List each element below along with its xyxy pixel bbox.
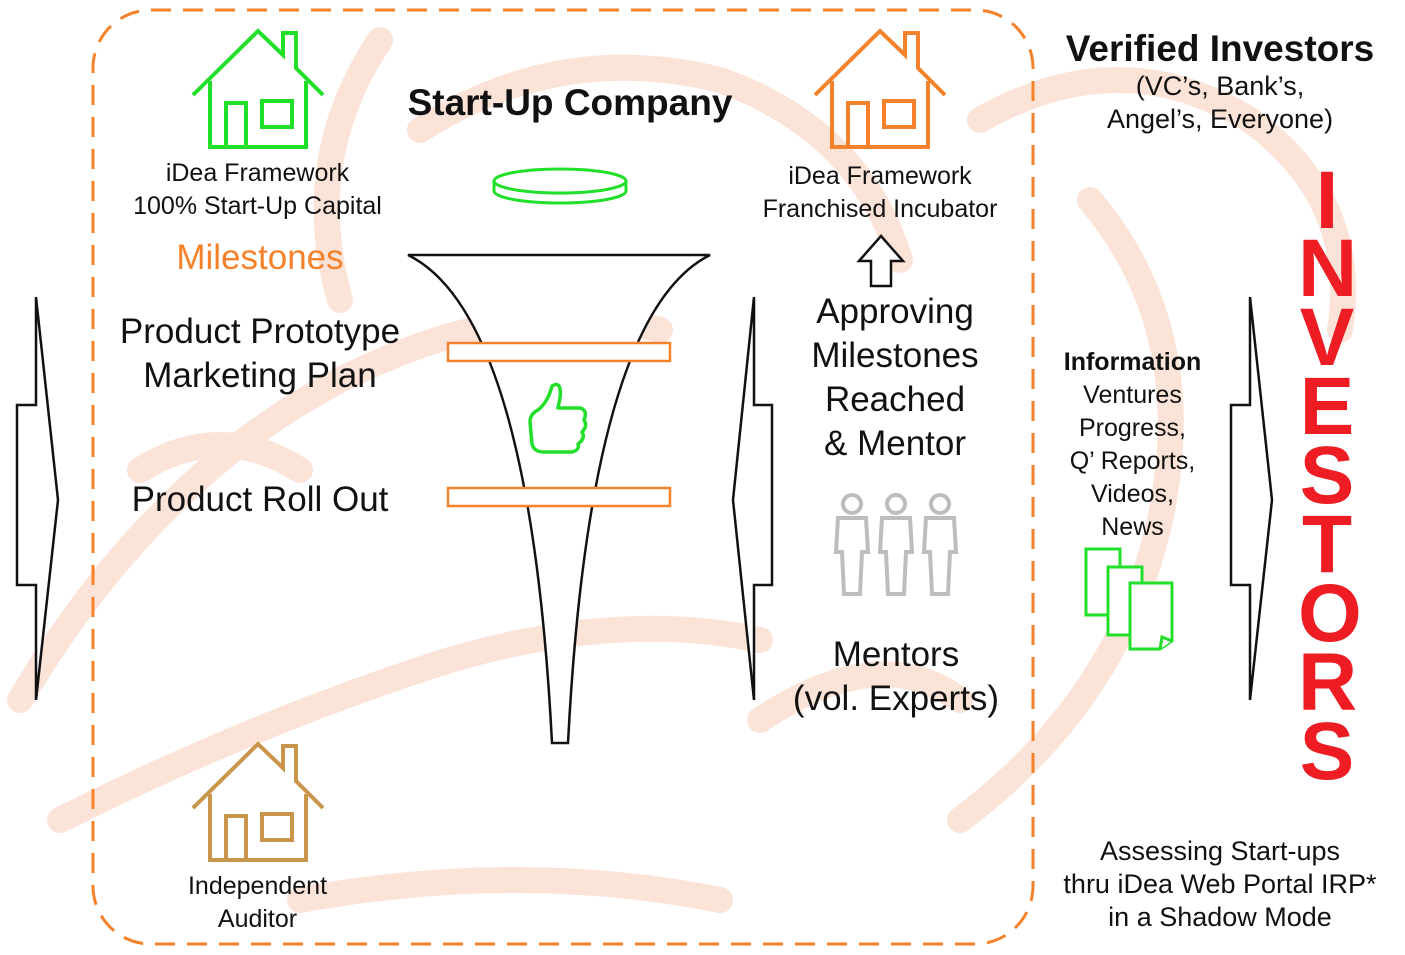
left-house-line2: 100% Start-Up Capital [133, 192, 382, 220]
investors-letter: S [1299, 706, 1355, 797]
investors-letter: S [1299, 430, 1355, 521]
approving-line1: Approving [816, 292, 974, 331]
milestone-bar-1 [446, 341, 672, 363]
incubator-label: iDea Framework Franchised Incubator [730, 160, 1030, 226]
assessing-line3: in a Shadow Mode [1108, 902, 1332, 932]
startup-title: Start-Up Company [407, 82, 733, 123]
milestone-item-1-line1: Product Prototype [119, 312, 401, 351]
assessing-line1: Assessing Start-ups [1099, 836, 1341, 866]
incubator-line2: Franchised Incubator [762, 195, 998, 223]
auditor-label: Independent Auditor [150, 870, 365, 936]
left-house-line1: iDea Framework [165, 159, 350, 187]
assessing-text: Assessing Start-ups thru iDea Web Portal… [1040, 835, 1400, 934]
mentors-line2: (vol. Experts) [792, 679, 1000, 718]
funnel [407, 253, 711, 745]
milestone-item-1: Product Prototype Marketing Plan [100, 310, 420, 398]
investors-header-line2: Angel’s, Everyone) [1106, 104, 1334, 134]
information-line1: Ventures [1083, 381, 1182, 409]
approving-line3: Reached [824, 380, 966, 419]
information-block: Information Ventures Progress, Q’ Report… [1040, 346, 1225, 544]
investors-header: Verified Investors (VC’s, Bank’s, Angel’… [1045, 28, 1395, 136]
assessing-line2: thru iDea Web Portal IRP* [1063, 869, 1377, 899]
information-line5: News [1101, 513, 1164, 541]
investors-letter: V [1299, 292, 1355, 383]
incubator-house-icon [813, 28, 947, 149]
middle-flow-arrow [731, 296, 774, 701]
information-title: Information [1063, 348, 1202, 376]
left-flow-arrow [15, 296, 60, 701]
up-arrow-icon [856, 234, 906, 288]
information-line3: Q’ Reports, [1069, 447, 1196, 475]
documents-icon [1084, 547, 1174, 651]
investors-letter: N [1298, 223, 1358, 314]
investors-letter: I [1315, 155, 1339, 246]
information-line4: Videos, [1091, 480, 1174, 508]
right-flow-arrow [1229, 296, 1274, 701]
approving-line2: Milestones [811, 336, 979, 375]
coin-icon [492, 167, 628, 205]
investors-letter: R [1298, 637, 1358, 728]
milestone-bar-2 [446, 486, 672, 508]
people-icon [833, 493, 959, 596]
investors-letter: O [1298, 568, 1362, 659]
auditor-line1: Independent [187, 872, 328, 900]
approving-line4: & Mentor [824, 424, 966, 463]
auditor-line2: Auditor [217, 905, 298, 933]
investors-letter: T [1301, 499, 1353, 590]
approving-text: Approving Milestones Reached & Mentor [770, 290, 1020, 466]
thumbs-up-icon [528, 382, 588, 454]
investors-header-line1: (VC’s, Bank’s, [1135, 71, 1305, 101]
mentors-label: Mentors (vol. Experts) [768, 633, 1024, 721]
investors-letter: E [1299, 361, 1355, 452]
left-house-icon [191, 28, 325, 149]
incubator-line1: iDea Framework [788, 162, 972, 190]
milestone-item-1-line2: Marketing Plan [143, 356, 377, 395]
information-line2: Progress, [1079, 414, 1186, 442]
mentors-line1: Mentors [832, 635, 960, 674]
investors-header-title: Verified Investors [1065, 28, 1375, 69]
auditor-house-icon [191, 741, 325, 862]
milestone-item-2: Product Roll Out [131, 480, 389, 519]
milestones-heading: Milestones [176, 238, 344, 277]
left-house-label: iDea Framework 100% Start-Up Capital [100, 157, 415, 223]
